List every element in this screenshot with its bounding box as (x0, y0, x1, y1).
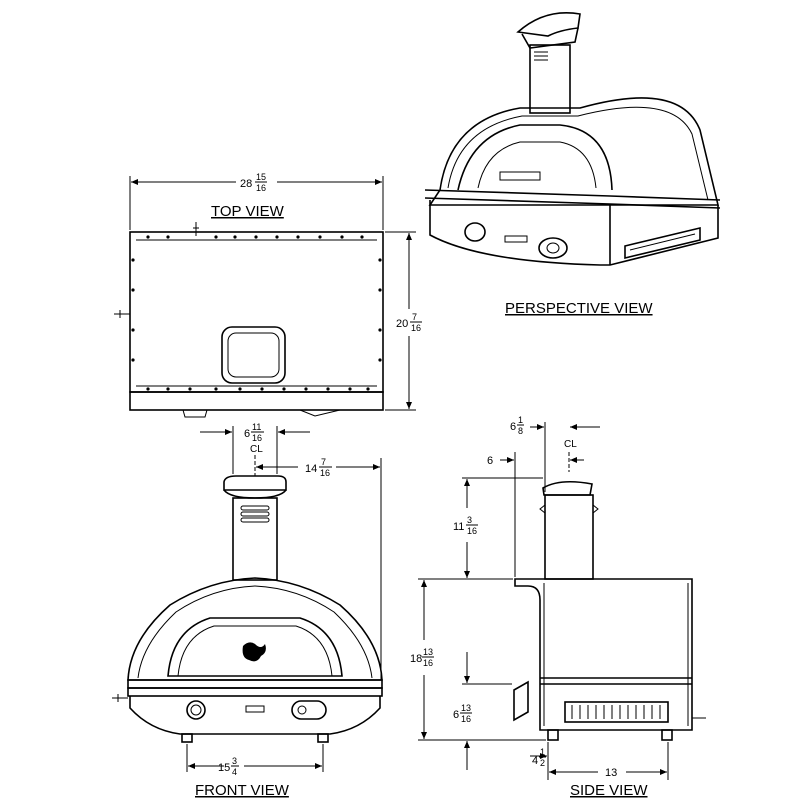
svg-text:16: 16 (461, 714, 471, 724)
centerline-front: CL (250, 444, 263, 455)
dim-total-height: 18 13 16 (410, 647, 434, 668)
svg-text:3: 3 (232, 756, 237, 766)
logo-icon (242, 642, 266, 662)
dim-side-top-a: 6 1 8 (510, 415, 524, 436)
perspective-view-label: PERSPECTIVE VIEW (505, 300, 653, 317)
dim-base-height: 6 13 16 (453, 703, 472, 724)
dim-front-feet: 15 3 4 (218, 756, 239, 777)
side-vent-slots (571, 705, 661, 719)
svg-text:1: 1 (518, 415, 523, 425)
svg-text:13: 13 (423, 647, 433, 657)
svg-text:16: 16 (256, 183, 266, 193)
dim-top-depth: 20 7 16 (396, 312, 422, 333)
svg-text:11: 11 (252, 422, 261, 432)
perspective-view (424, 12, 721, 266)
svg-text:11: 11 (453, 521, 464, 533)
svg-text:13: 13 (461, 703, 471, 713)
svg-text:7: 7 (321, 457, 326, 467)
svg-text:16: 16 (411, 323, 421, 333)
svg-text:16: 16 (423, 658, 433, 668)
rivet-dots (131, 235, 382, 391)
dim-side-top-b: 6 (487, 455, 493, 467)
dim-chimney-height: 11 3 16 (453, 515, 478, 536)
svg-text:14: 14 (305, 463, 317, 475)
dim-side-feet: 13 (605, 767, 617, 779)
svg-text:3: 3 (467, 515, 472, 525)
svg-text:1: 1 (540, 747, 545, 757)
dim-chimney-width: 6 11 16 (244, 422, 264, 443)
dim-top-width: 28 15 16 (240, 172, 267, 193)
svg-text:28: 28 (240, 178, 252, 190)
svg-text:16: 16 (467, 526, 477, 536)
svg-text:18: 18 (410, 653, 422, 665)
side-view-label: SIDE VIEW (570, 782, 648, 799)
top-view (114, 176, 416, 418)
top-view-label: TOP VIEW (211, 203, 285, 220)
svg-text:16: 16 (320, 468, 330, 478)
svg-text:4: 4 (532, 755, 538, 767)
svg-text:20: 20 (396, 318, 408, 330)
svg-text:15: 15 (218, 762, 230, 774)
front-view (112, 426, 383, 772)
svg-text:6: 6 (453, 709, 459, 721)
svg-text:7: 7 (412, 312, 417, 322)
svg-text:15: 15 (256, 172, 266, 182)
svg-text:6: 6 (510, 421, 516, 433)
centerline-side: CL (564, 439, 577, 450)
dim-front-half: 14 7 16 (305, 457, 332, 478)
svg-text:4: 4 (232, 767, 237, 777)
svg-text:2: 2 (540, 758, 545, 768)
side-view (418, 422, 706, 780)
svg-text:8: 8 (518, 426, 523, 436)
front-view-label: FRONT VIEW (195, 782, 290, 799)
dim-side-foot: 4 1 2 (532, 747, 546, 768)
svg-text:6: 6 (244, 428, 250, 440)
svg-text:16: 16 (252, 433, 262, 443)
